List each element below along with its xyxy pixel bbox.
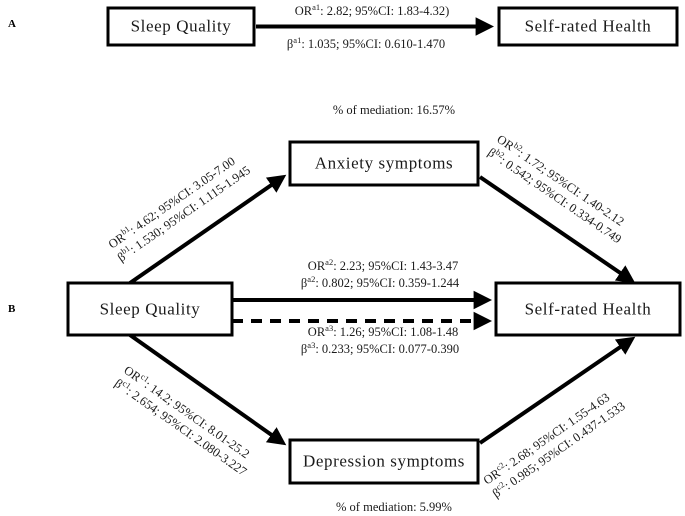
- panel-b-path-a3-beta-text: βa3: 0.233; 95%CI: 0.077-0.390: [301, 340, 459, 356]
- panel-b-path-c1-arrow: [128, 333, 287, 446]
- panel-b-node-depression-label: Depression symptoms: [303, 451, 465, 470]
- panel-a-path-a1-beta-text: βa1: 1.035; 95%CI: 0.610-1.470: [287, 35, 445, 51]
- panel-b-path-b2-arrow: [478, 175, 636, 284]
- panel-b-node-self-rated-health-label: Self-rated Health: [525, 299, 652, 318]
- panel-a-node-self-rated-health-label: Self-rated Health: [525, 16, 652, 35]
- panel-b-node-sleep-quality-box: [66, 281, 234, 337]
- panel-a: A Sleep Quality Self-rated Health ORa1: …: [8, 2, 679, 51]
- panel-b-letter: B: [8, 303, 16, 315]
- panel-b-path-a2-beta-text: βa2: 0.802; 95%CI: 0.359-1.244: [301, 274, 460, 290]
- panel-a-path-a1-or-text: ORa1: 2.82; 95%CI: 1.83-4.32): [295, 2, 450, 18]
- panel-a-letter: A: [8, 18, 16, 30]
- panel-a-node-sleep-quality-box: [106, 6, 256, 47]
- panel-b-mediation-top-label: % of mediation: 16.57%: [333, 103, 455, 117]
- panel-b-path-c2-arrow: [478, 336, 636, 445]
- panel-b-node-anxiety-box: [288, 140, 480, 187]
- panel-b-mediation-bottom-label: % of mediation: 5.99%: [336, 500, 452, 514]
- panel-a-node-self-rated-health-box: [497, 6, 679, 47]
- panel-b-path-b1-arrow: [128, 174, 287, 285]
- panel-a-node-sleep-quality-label: Sleep Quality: [131, 16, 232, 35]
- panel-b-path-a3-or-text: ORa3: 1.26; 95%CI: 1.08-1.48: [308, 323, 458, 339]
- panel-b-node-depression-box: [288, 438, 480, 485]
- panel-b-node-anxiety-label: Anxiety symptoms: [315, 153, 454, 172]
- panel-b-node-self-rated-health-box: [494, 281, 682, 337]
- panel-b-node-sleep-quality-label: Sleep Quality: [100, 299, 201, 318]
- panel-b-path-a2-or-text: ORa2: 2.23; 95%CI: 1.43-3.47: [308, 257, 458, 273]
